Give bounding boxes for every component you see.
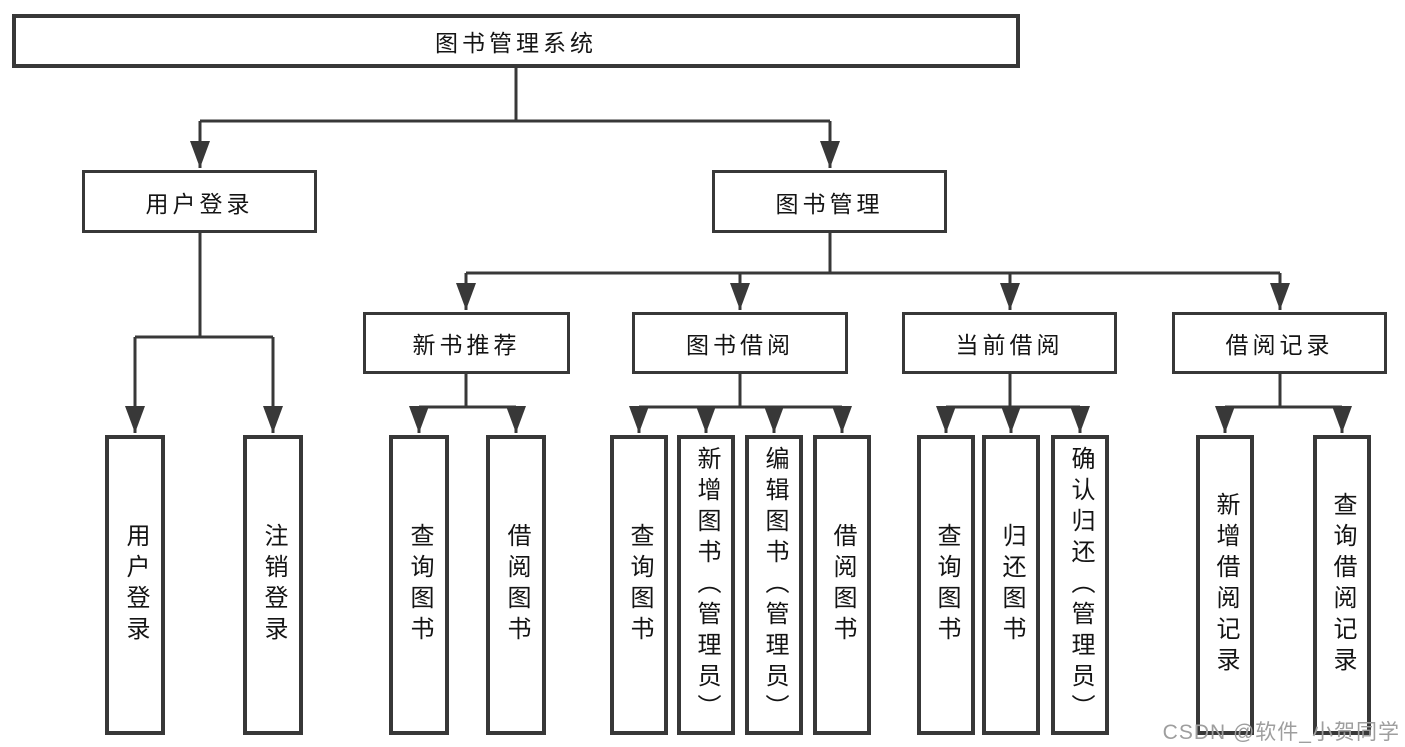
node-label: 图书管理系统 (435, 30, 597, 56)
node-label: 查询图书 (933, 523, 960, 647)
node-label: 借阅记录 (1225, 332, 1334, 358)
node-new-book-recommend: 新书推荐 (363, 312, 570, 374)
leaf-borrow-books-borrowing: 借阅图书 (813, 435, 871, 735)
node-library-management-system: 图书管理系统 (12, 14, 1020, 68)
leaf-query-books-borrowing: 查询图书 (610, 435, 668, 735)
node-label: 借阅图书 (829, 523, 856, 647)
leaf-borrow-books-recommend: 借阅图书 (486, 435, 546, 735)
leaf-return-books: 归还图书 (982, 435, 1040, 735)
leaf-query-books-recommend: 查询图书 (389, 435, 449, 735)
node-current-borrowing: 当前借阅 (902, 312, 1117, 374)
leaf-user-login: 用户登录 (105, 435, 165, 735)
leaf-query-borrow-record: 查询借阅记录 (1313, 435, 1371, 735)
leaf-edit-books-admin: 编辑图书（管理员） (745, 435, 803, 735)
node-label: 新增借阅记录 (1212, 492, 1239, 678)
node-label: 查询图书 (626, 523, 653, 647)
node-label: 查询图书 (406, 523, 433, 647)
node-user-login: 用户登录 (82, 170, 317, 233)
connector-borrowing-leaves (639, 374, 842, 409)
leaf-add-books-admin: 新增图书（管理员） (677, 435, 735, 735)
node-borrowing-records: 借阅记录 (1172, 312, 1387, 374)
node-label: 用户登录 (145, 190, 254, 217)
node-label: 新书推荐 (412, 332, 521, 358)
leaf-confirm-return-admin: 确认归还（管理员） (1051, 435, 1109, 735)
node-label: 编辑图书（管理员） (761, 445, 788, 725)
csdn-watermark: CSDN @软件_小贺同学 (1162, 721, 1400, 744)
connector-current-leaves (946, 374, 1080, 409)
connector-userlogin-leaves (135, 233, 273, 339)
node-book-borrowing: 图书借阅 (632, 312, 848, 374)
node-label: 当前借阅 (955, 332, 1064, 358)
node-label: 借阅图书 (503, 523, 530, 647)
connector-root-level1 (200, 68, 830, 123)
node-label: 图书管理 (775, 190, 884, 217)
node-label: 图书借阅 (686, 332, 794, 358)
node-label: 确认归还（管理员） (1067, 445, 1094, 725)
connector-recommend-leaves (419, 374, 516, 409)
leaf-query-books-current: 查询图书 (917, 435, 975, 735)
node-label: 归还图书 (998, 523, 1025, 647)
node-label: 注销登录 (260, 523, 287, 647)
leaf-add-borrow-record: 新增借阅记录 (1196, 435, 1254, 735)
connector-records-leaves (1225, 374, 1342, 409)
node-book-management: 图书管理 (712, 170, 947, 233)
node-label: 新增图书（管理员） (693, 445, 720, 725)
connector-bookmgmt-level2 (466, 233, 1280, 275)
node-label: 用户登录 (122, 523, 149, 647)
leaf-logout: 注销登录 (243, 435, 303, 735)
node-label: 查询借阅记录 (1329, 492, 1356, 678)
